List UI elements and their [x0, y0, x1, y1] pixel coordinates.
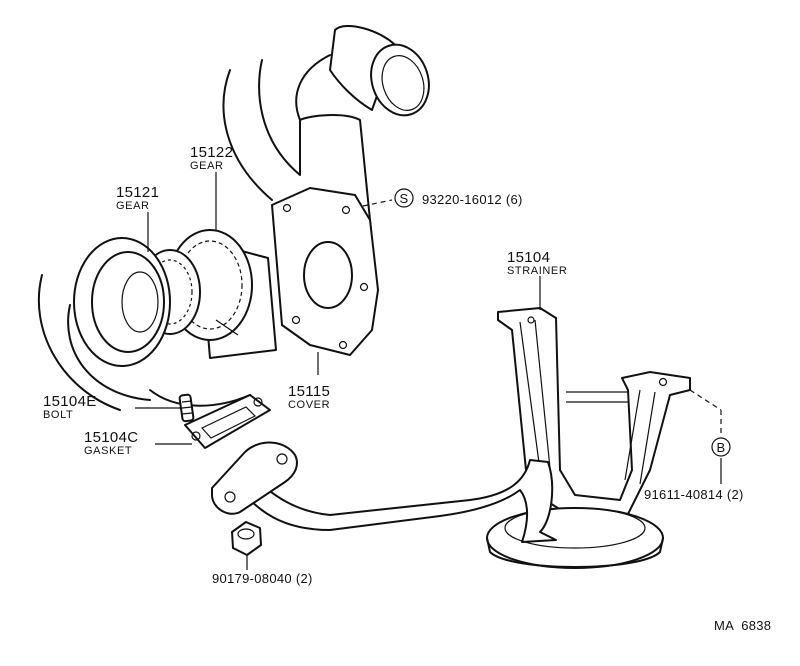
gear-15122-name: GEAR [190, 160, 224, 172]
oil-pickup-pipe [211, 441, 557, 543]
symbol-s-marker: S [394, 188, 414, 208]
gear-15121-number: 15121 [116, 184, 159, 201]
gear-15121-name: GEAR [116, 200, 150, 212]
strainer-body [486, 507, 664, 569]
cover-plate [271, 187, 379, 375]
cover-name: COVER [288, 399, 330, 411]
bolt-number: 15104E [43, 393, 97, 410]
strainer-number: 15104 [507, 249, 550, 266]
flange-nut [231, 521, 262, 570]
symbol-b: B [717, 440, 726, 455]
gasket-number: 15104C [84, 429, 138, 446]
gasket-name: GASKET [84, 445, 132, 457]
leader-lines [135, 172, 722, 484]
engine-pipe-stub [329, 25, 430, 117]
symbol-b-marker: B [711, 437, 731, 457]
gear-15122-number: 15122 [190, 144, 233, 161]
b-part-ref: 91611-40814 (2) [644, 487, 744, 502]
strainer-name: STRAINER [507, 265, 567, 277]
symbol-s: S [400, 191, 409, 206]
pump-housing [73, 229, 277, 367]
cover-number: 15115 [288, 383, 330, 400]
bolt-name: BOLT [43, 409, 73, 421]
diagram-code: MA 6838 [714, 618, 771, 633]
stud-bolt [178, 393, 195, 423]
nut-ref: 90179-08040 (2) [212, 571, 313, 586]
screw-ref: 93220-16012 (6) [422, 192, 523, 207]
gasket-plate [184, 394, 271, 449]
